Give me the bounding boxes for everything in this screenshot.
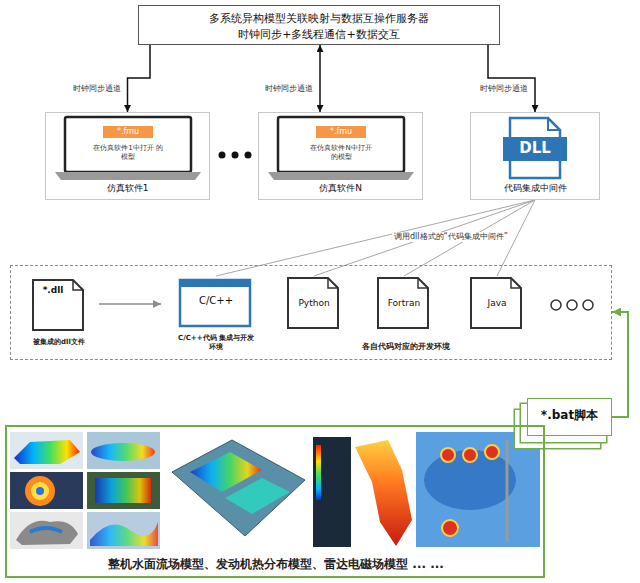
laptop-screen xyxy=(65,117,191,172)
sim-thumbnail xyxy=(10,472,83,509)
node-text: 时钟同步+多线程通信+数据交互 xyxy=(138,28,500,42)
node-heading: 整机水面流场模型、发动机热分布模型、雷达电磁场模型 ... ... xyxy=(6,557,546,572)
bat-script-box: *.bat脚本 xyxy=(527,398,612,436)
fortran-file: Fortran xyxy=(373,276,435,331)
file-fold xyxy=(418,278,428,288)
ellipsis-circle xyxy=(551,300,561,310)
sim-em-hotspot xyxy=(485,445,499,459)
java-file: Java xyxy=(466,276,528,331)
node-text: C/C++代码 集成与开发环境 xyxy=(176,334,256,352)
file-icon xyxy=(33,280,83,330)
sync-arrow xyxy=(99,303,161,305)
ellipsis-circle xyxy=(583,300,593,310)
file-fold xyxy=(328,278,338,288)
sim-thermal-board xyxy=(172,440,305,536)
sync-arrow xyxy=(128,45,151,112)
channel-label: 时钟同步通道 xyxy=(263,84,315,94)
sim-em-hotspot xyxy=(442,520,458,536)
sim-hot-part xyxy=(355,440,412,546)
sim-dark-panel xyxy=(313,437,351,547)
ide-title-bar xyxy=(180,280,250,287)
sim-em-hotspot xyxy=(463,448,477,462)
sim-rings xyxy=(31,482,49,500)
sim-rings xyxy=(36,487,44,495)
node-heading: Python xyxy=(283,298,345,309)
simulator-box: *.fmu 在仿真软件N中打开 的模型仿真软件N xyxy=(258,112,423,200)
sim-rings xyxy=(25,476,55,506)
sim-flow-field xyxy=(90,522,158,546)
model-gallery-box: 整机水面流场模型、发动机热分布模型、雷达电磁场模型 ... ... xyxy=(5,425,545,578)
node-heading: Fortran xyxy=(373,298,435,309)
server-box: 多系统异构模型关联映射与数据互操作服务器时钟同步+多线程通信+数据交互 xyxy=(138,5,500,45)
sim-thumbnail xyxy=(87,512,160,549)
sim-engine xyxy=(16,521,78,545)
node-text: 被集成的dll文件 xyxy=(19,338,99,347)
node-heading: Java xyxy=(466,298,528,309)
dev-environment-group: 各自代码对应的开发环境 *.dll 被集成的dll文件 C/C++ C/C++代码 集成… xyxy=(10,265,612,360)
node-text: 仿真软件1 xyxy=(45,183,210,194)
simulator-box: *.fmu 在仿真软件1中打开 的模型仿真软件1 xyxy=(45,112,210,200)
node-heading: *.fmu xyxy=(103,126,153,138)
node-text: 仿真软件N xyxy=(258,183,423,194)
node-text: 代码集成中间件 xyxy=(470,183,600,194)
sync-arrow xyxy=(319,45,321,112)
ellipsis-circle xyxy=(567,300,577,310)
laptop-screen xyxy=(278,117,404,172)
sim-colour-bar xyxy=(316,445,321,500)
node-heading: *.fmu xyxy=(316,126,366,138)
channel-label: 时钟同步通道 xyxy=(478,84,530,94)
sim-antenna xyxy=(506,440,509,542)
sim-flow-streak xyxy=(91,443,155,461)
sim-thumbnail xyxy=(87,472,160,509)
sim-engine-flow xyxy=(30,528,62,532)
dll-band xyxy=(503,137,567,161)
node-heading: DLL xyxy=(503,139,567,158)
cpp-environment: C/C++ C/C++代码 集成与开发环境 xyxy=(161,276,271,356)
sim-em-field xyxy=(416,432,540,547)
python-file: Python xyxy=(283,276,345,331)
ellipsis-dot xyxy=(232,152,239,159)
script-arrow xyxy=(612,312,628,417)
sim-thumbnail xyxy=(87,432,160,469)
sim-ship-flow xyxy=(14,440,80,464)
sim-thumbnail xyxy=(10,512,83,549)
dll-file: *.dll 被集成的dll文件 xyxy=(19,276,99,356)
laptop-base xyxy=(55,172,201,180)
sim-board xyxy=(95,478,151,503)
ide-window-icon xyxy=(180,280,250,326)
sim-thermal-zone xyxy=(225,478,290,514)
ellipsis-dot xyxy=(245,152,252,159)
node-text: 在仿真软件1中打开 的模型 xyxy=(93,144,163,162)
sync-arrow xyxy=(488,45,535,112)
file-fold xyxy=(73,280,83,290)
node-heading: 多系统异构模型关联映射与数据互操作服务器 xyxy=(138,12,500,26)
call-note: 调用dll格式的“代码集成中间件” xyxy=(392,232,510,242)
middleware-box: DLL 代码集成中间件 xyxy=(470,112,600,200)
node-heading: *.dll xyxy=(33,285,73,296)
dll-document-fold xyxy=(548,118,560,130)
channel-label: 时钟同步通道 xyxy=(71,84,123,94)
node-heading: 各自代码对应的开发环境 xyxy=(331,342,481,352)
ellipsis-dot xyxy=(219,152,226,159)
node-heading: *.bat脚本 xyxy=(527,408,612,423)
sim-thumbnail xyxy=(10,432,83,469)
file-fold xyxy=(511,278,521,288)
laptop-base xyxy=(268,172,414,180)
node-heading: C/C++ xyxy=(181,295,251,308)
node-text: 在仿真软件N中打开 的模型 xyxy=(306,144,376,162)
sim-em-hotspot xyxy=(441,448,455,462)
